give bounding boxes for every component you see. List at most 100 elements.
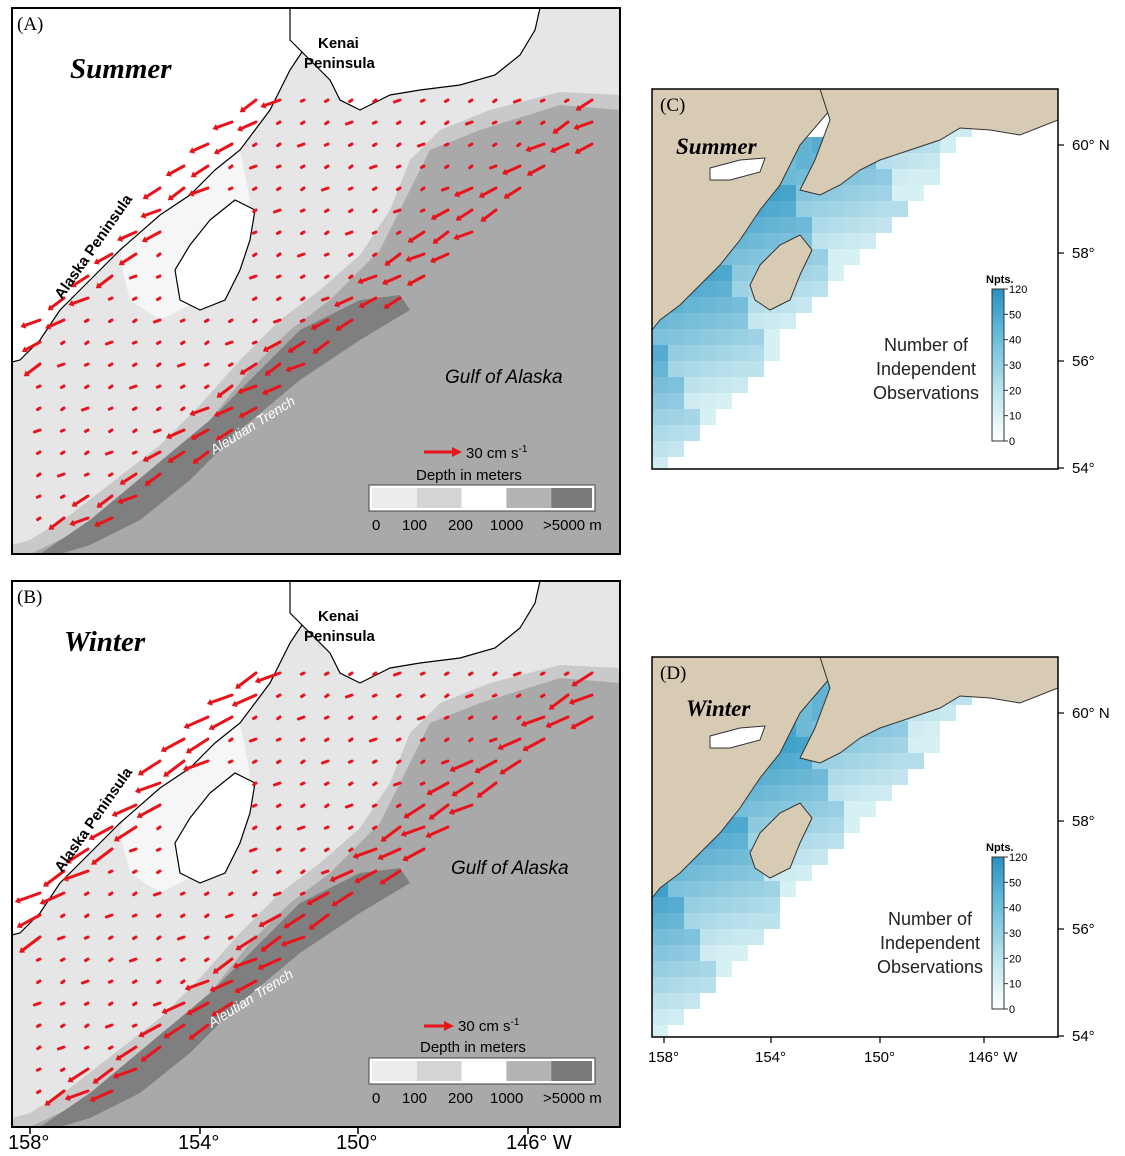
current-vector <box>315 340 330 353</box>
observation-cell <box>876 169 892 185</box>
current-vector <box>372 142 378 148</box>
current-vector <box>170 450 186 462</box>
current-vector <box>429 781 450 794</box>
observation-cell <box>700 409 716 425</box>
current-vector <box>276 825 282 831</box>
current-vector-head <box>570 723 577 730</box>
current-vector <box>515 693 522 698</box>
current-vector-head <box>14 897 21 904</box>
current-vector <box>155 913 162 918</box>
current-vector <box>539 98 546 103</box>
observation-cell <box>748 801 764 817</box>
current-vector-head <box>501 168 508 176</box>
current-vector <box>502 759 522 773</box>
longitude-tick-label: 146° W <box>506 1132 572 1154</box>
current-vector <box>56 362 66 368</box>
current-vector-head <box>144 479 151 486</box>
current-vector <box>361 296 378 307</box>
observation-cell <box>716 865 732 881</box>
current-vector-head <box>455 214 462 221</box>
current-vector <box>219 384 234 397</box>
current-vector <box>540 120 546 126</box>
observations-label-line: Number of <box>888 909 973 929</box>
observation-cell <box>716 833 732 849</box>
current-vector <box>371 803 378 808</box>
current-vector-head <box>232 962 239 969</box>
current-vector <box>348 208 354 214</box>
current-vector <box>186 759 210 770</box>
current-vector <box>215 957 234 973</box>
current-vector <box>275 693 282 698</box>
panel-a-summer-currents-map: (A) Summer Kenai Peninsula Alaska Penins… <box>11 7 621 555</box>
current-vector-head <box>574 147 581 155</box>
current-vector <box>96 252 114 263</box>
current-vector-head <box>449 765 456 773</box>
observation-cell <box>764 801 780 817</box>
observation-cell <box>716 849 732 865</box>
observation-cell <box>828 801 844 817</box>
current-vector <box>193 164 210 176</box>
observation-cell <box>700 393 716 409</box>
scale-vector-label: 30 cm s-1 <box>458 1017 520 1035</box>
longitude-tick-label: 154° <box>755 1049 786 1066</box>
current-vector <box>191 1023 210 1039</box>
current-vector <box>323 252 330 257</box>
current-vector <box>323 781 330 786</box>
current-vector <box>176 935 186 941</box>
current-vector <box>299 98 306 103</box>
current-vector <box>468 671 474 677</box>
current-vector <box>251 340 258 345</box>
current-vector-head <box>262 345 269 353</box>
current-vector <box>51 516 66 529</box>
current-vector <box>32 1001 42 1007</box>
current-vector-head <box>237 387 244 395</box>
current-vector <box>192 142 210 152</box>
current-vector-head <box>400 830 407 837</box>
current-vector <box>320 186 330 192</box>
current-vector <box>371 120 378 125</box>
current-vector <box>74 494 90 506</box>
observations-label-line: Independent <box>876 359 976 379</box>
current-vector-head <box>117 235 124 242</box>
observation-cell <box>668 1009 684 1025</box>
current-vector-head <box>211 1010 218 1017</box>
current-vector <box>84 1023 90 1029</box>
depth-legend-label: 1000 <box>490 1090 523 1107</box>
current-vector <box>491 693 498 698</box>
observation-cell <box>828 833 844 849</box>
kenai-peninsula-land <box>289 8 541 111</box>
current-vector <box>60 340 66 346</box>
observation-cell <box>732 297 748 313</box>
current-vector <box>261 913 282 926</box>
current-vector <box>456 230 474 239</box>
current-vector <box>577 142 594 153</box>
current-vector <box>433 252 450 262</box>
depth-legend-swatch <box>416 488 462 508</box>
current-vector-head <box>526 169 533 177</box>
current-vector-head <box>92 1077 99 1084</box>
current-vector-head <box>474 767 481 774</box>
observation-cell <box>748 361 764 377</box>
colorbar-tick-label: 10 <box>1009 411 1021 423</box>
observations-label-line: Independent <box>880 933 980 953</box>
current-vector-head <box>310 323 317 331</box>
current-vector <box>419 98 426 103</box>
current-vector <box>573 715 594 728</box>
observation-cell <box>700 345 716 361</box>
current-vector-head <box>39 898 46 905</box>
current-vector <box>218 428 234 440</box>
observation-cell <box>716 913 732 929</box>
current-vector <box>168 164 186 175</box>
current-vector <box>403 825 426 836</box>
current-vector <box>187 979 210 990</box>
panel-c-summer-observations-map: (C) Summer Number ofIndependentObservati… <box>651 88 1110 477</box>
current-vector <box>348 164 354 170</box>
current-vector <box>348 98 354 104</box>
current-vector-head <box>189 409 196 417</box>
colorbar-tick-label: 50 <box>1009 877 1021 889</box>
current-vector <box>347 186 354 191</box>
current-vector-head <box>216 391 223 398</box>
current-vector <box>387 252 402 265</box>
